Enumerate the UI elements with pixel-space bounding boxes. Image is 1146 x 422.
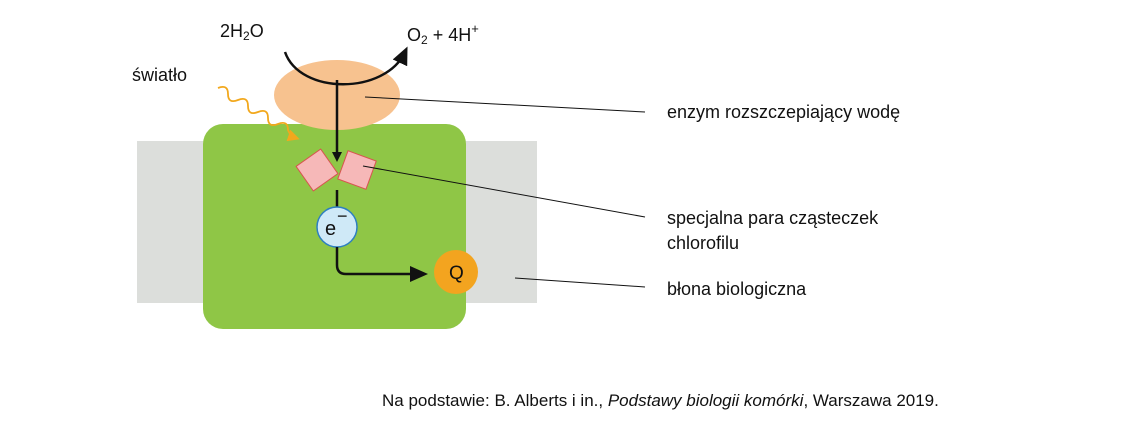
source-caption: Na podstawie: B. Alberts i in., Podstawy…	[382, 391, 939, 411]
reactant-subscript: 2	[243, 29, 250, 43]
chlorophyll-label-line1: specjalna para cząsteczek	[667, 208, 879, 228]
electron-sign: −	[337, 206, 348, 226]
reactant-hydrogen: H	[230, 21, 244, 41]
caption-prefix: Na podstawie: B. Alberts i in.,	[382, 391, 608, 410]
electron-to-quinone-arrow	[335, 247, 428, 282]
water-reaction-arrow	[283, 46, 408, 86]
light-label: światło	[132, 65, 188, 85]
product-superscript: +	[471, 21, 479, 36]
enzyme-leader-line	[364, 96, 646, 113]
reactant-coefficient: 2	[220, 21, 231, 41]
light-ray	[217, 85, 300, 142]
product-protons: + 4H	[427, 25, 472, 45]
oxygen-product: O2 + 4H+	[407, 21, 479, 47]
electron-label: e	[325, 218, 336, 240]
product-subscript: 2	[421, 33, 428, 47]
chlorophyll-left	[295, 148, 339, 192]
membrane-label: błona biologiczna	[667, 279, 807, 299]
chlorophyll-right	[337, 150, 377, 190]
chlorophyll-label-line2: chlorofilu	[667, 233, 740, 253]
product-oxygen: O	[407, 25, 422, 45]
enzyme-label: enzym rozszczepiający wodę	[667, 102, 901, 122]
chlorophyll-leader-line	[362, 165, 646, 218]
caption-book-title: Podstawy biologii komórki	[607, 391, 804, 410]
reactant-oxygen: O	[249, 21, 264, 41]
caption-suffix: , Warszawa 2019.	[803, 391, 939, 410]
water-reactant: 2H2O	[220, 21, 264, 43]
membrane-leader-line	[514, 277, 646, 288]
quinone-circle	[434, 250, 478, 294]
quinone-label: Q	[449, 263, 464, 284]
